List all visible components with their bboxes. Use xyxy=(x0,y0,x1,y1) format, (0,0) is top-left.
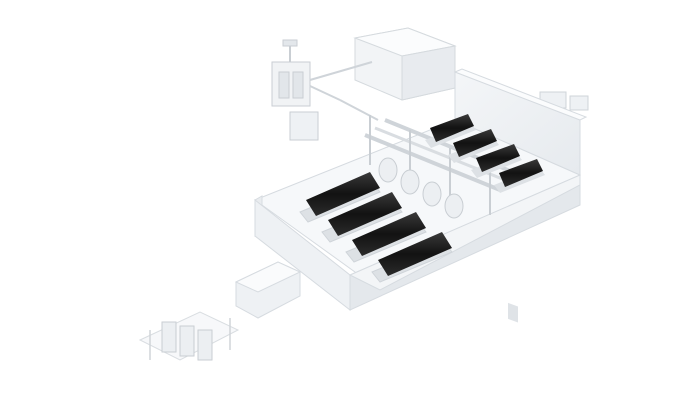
service-building xyxy=(353,27,457,101)
roll-front-1 xyxy=(299,172,381,223)
transformer-yard xyxy=(138,311,240,361)
roll-front-4 xyxy=(371,232,453,283)
roll-row-back xyxy=(425,114,545,193)
roll-front-2 xyxy=(321,192,403,243)
roll-back-1 xyxy=(425,114,476,148)
outbuilding xyxy=(234,261,302,319)
silo-tower xyxy=(271,39,379,141)
roll-front-3 xyxy=(345,212,427,263)
roll-back-4 xyxy=(494,159,545,193)
roll-back-3 xyxy=(471,144,522,178)
roll-back-2 xyxy=(448,129,499,163)
main-hall xyxy=(253,68,588,323)
roll-row-front xyxy=(299,172,453,283)
